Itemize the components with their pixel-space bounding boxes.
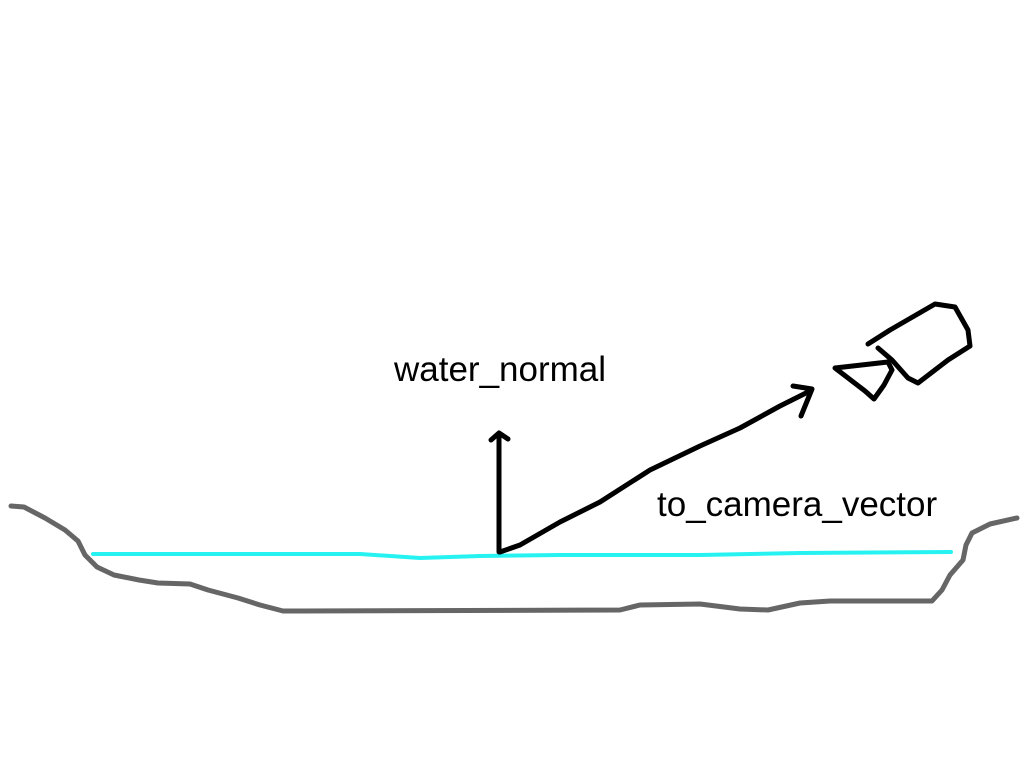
water-normal-arrowhead bbox=[488, 430, 511, 443]
to-camera-vector-label: to_camera_vector bbox=[657, 485, 938, 524]
to-camera-vector-shaft bbox=[497, 388, 813, 555]
camera-body bbox=[865, 301, 973, 386]
ground-outline bbox=[8, 503, 1020, 614]
water-normal-arrow bbox=[488, 430, 511, 555]
to-camera-vector-arrowhead bbox=[790, 383, 815, 419]
water-normal-label: water_normal bbox=[394, 350, 607, 389]
camera-icon bbox=[832, 301, 973, 402]
camera-lens bbox=[832, 359, 895, 402]
to-camera-vector-arrow bbox=[497, 383, 815, 555]
water-surface-line bbox=[91, 550, 953, 560]
